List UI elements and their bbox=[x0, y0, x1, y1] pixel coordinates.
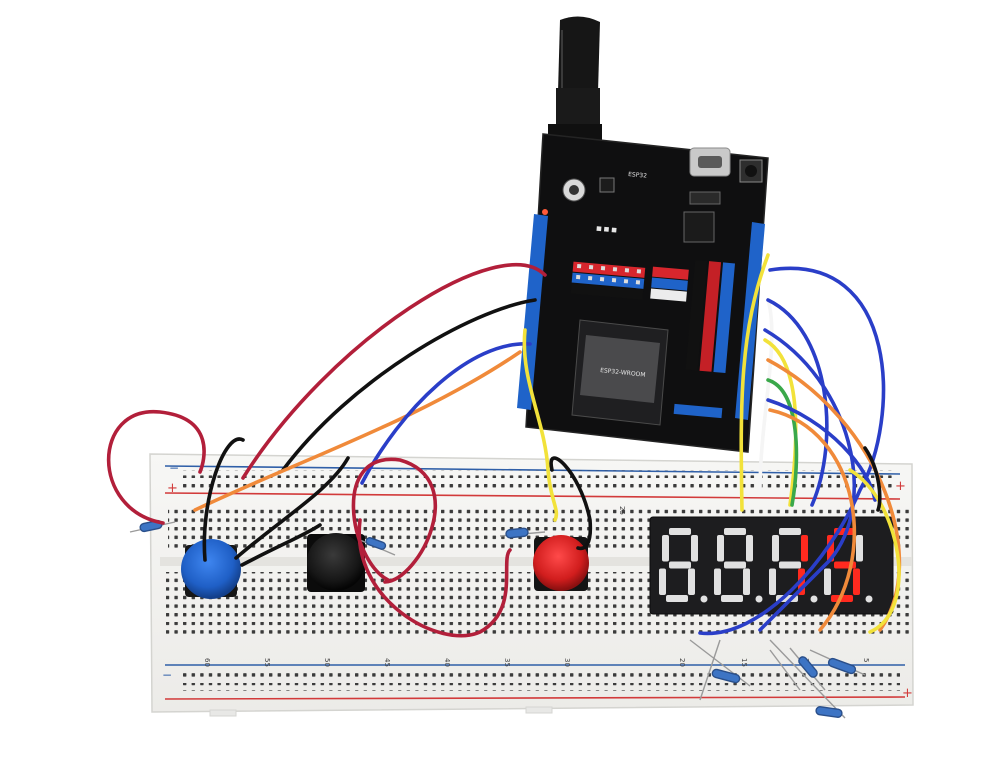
rail-plus-label-top-right: + bbox=[895, 479, 906, 494]
yellow-wire bbox=[739, 253, 770, 512]
column-mark: 20 bbox=[678, 658, 686, 667]
red-wire bbox=[357, 518, 512, 638]
column-mark: 30 bbox=[563, 658, 571, 667]
blue-push-button[interactable] bbox=[181, 539, 241, 599]
column-mark: 50 bbox=[323, 658, 331, 667]
gpio-header-block-left bbox=[570, 261, 646, 300]
black-wire bbox=[202, 437, 245, 562]
yellow-wire bbox=[848, 468, 901, 634]
display-segment bbox=[669, 528, 691, 535]
gpio-header-block-right bbox=[685, 259, 736, 374]
resistor bbox=[359, 537, 396, 556]
orange-wire bbox=[768, 408, 857, 632]
column-mark: 40 bbox=[443, 658, 451, 667]
resistor bbox=[689, 639, 751, 687]
rail-minus-label-top-left: − bbox=[169, 461, 179, 475]
column-mark: 45 bbox=[383, 658, 391, 667]
svg-text:ESP32: ESP32 bbox=[628, 171, 648, 180]
display-decimal-point bbox=[865, 595, 873, 603]
white-wire bbox=[758, 298, 774, 492]
rail-plus-label-top-left: + bbox=[167, 481, 178, 496]
red-push-button[interactable] bbox=[533, 535, 589, 591]
display-segment bbox=[714, 568, 721, 595]
display-segment bbox=[743, 568, 750, 595]
rail-minus-label-bottom-left: − bbox=[162, 668, 172, 682]
display-segment bbox=[853, 568, 860, 595]
display-segment bbox=[666, 595, 688, 602]
display-segment bbox=[724, 561, 746, 569]
resistor bbox=[769, 639, 846, 719]
display-segment bbox=[856, 535, 863, 562]
black-wire bbox=[234, 456, 350, 560]
svg-text:■ ■ ■: ■ ■ ■ bbox=[596, 225, 618, 234]
resistor bbox=[789, 647, 826, 691]
green-wire bbox=[766, 378, 799, 507]
blue-button-cap[interactable] bbox=[181, 539, 241, 599]
column-mark: 25 bbox=[618, 506, 626, 515]
display-digit bbox=[659, 528, 708, 603]
red-wire bbox=[241, 263, 547, 480]
yellow-wire bbox=[522, 328, 559, 522]
black-button-cap[interactable] bbox=[307, 533, 365, 591]
column-mark: 55 bbox=[263, 658, 271, 667]
black-push-button[interactable] bbox=[307, 533, 365, 592]
display-segment bbox=[779, 528, 801, 535]
resistors bbox=[129, 519, 866, 719]
column-mark: 5 bbox=[862, 658, 870, 662]
black-wire bbox=[240, 523, 322, 567]
red-wire bbox=[106, 410, 206, 525]
black-wire bbox=[863, 446, 882, 512]
rail-plus-label-bottom-right: + bbox=[902, 686, 913, 701]
blue-wire bbox=[360, 342, 532, 485]
blue-wire bbox=[758, 328, 857, 632]
display-decimal-point bbox=[755, 595, 763, 603]
gpio-header-block-middle bbox=[650, 266, 689, 302]
column-mark: 35 bbox=[503, 658, 511, 667]
column-mark: 15 bbox=[740, 658, 748, 667]
display-decimal-point bbox=[700, 595, 708, 603]
display-segment bbox=[721, 595, 743, 602]
black-wire bbox=[549, 456, 593, 551]
display-segment bbox=[724, 528, 746, 535]
display-segment bbox=[746, 535, 753, 562]
red-button-cap[interactable] bbox=[533, 535, 589, 591]
display-digit bbox=[714, 528, 763, 603]
orange-wire bbox=[193, 350, 522, 512]
display-segment bbox=[779, 561, 801, 569]
resistor bbox=[809, 649, 866, 676]
svg-text:ESP32-WROOM: ESP32-WROOM bbox=[600, 367, 646, 379]
display-segment bbox=[801, 535, 808, 562]
display-lit-value: 15 bbox=[0, 0, 2, 1]
yellow-wire bbox=[763, 338, 798, 507]
esp32-shield-board: ESP32 ■ ■ ■ ESP32-WROOM bbox=[517, 133, 769, 453]
display-segment bbox=[772, 535, 779, 562]
jumper-wires bbox=[106, 253, 902, 638]
black-wire bbox=[281, 298, 537, 472]
display-segment bbox=[688, 568, 695, 595]
resistor bbox=[499, 527, 546, 539]
display-segment bbox=[662, 535, 669, 562]
display-segment bbox=[659, 568, 666, 595]
display-segment bbox=[669, 561, 691, 569]
display-decimal-point bbox=[810, 595, 818, 603]
display-segment bbox=[717, 535, 724, 562]
reset-button[interactable] bbox=[745, 165, 757, 177]
esp32-module: ESP32-WROOM bbox=[571, 319, 669, 426]
display-segment bbox=[691, 535, 698, 562]
display-segment bbox=[824, 568, 831, 595]
display-segment bbox=[769, 568, 776, 595]
column-mark: 60 bbox=[203, 658, 211, 667]
